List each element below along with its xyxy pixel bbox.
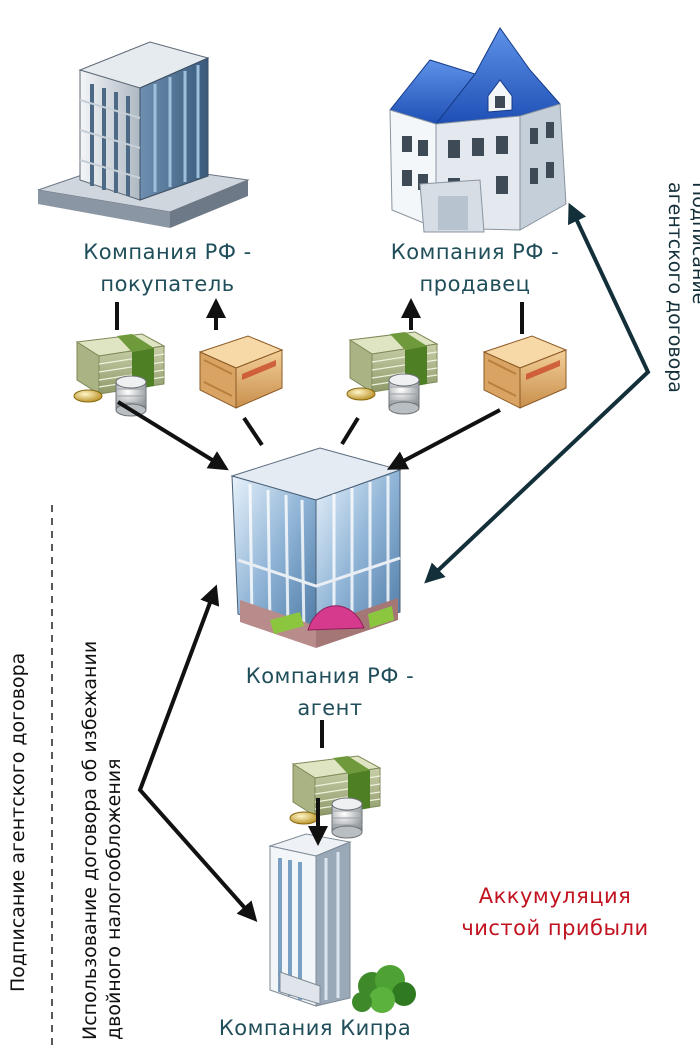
profit-label-line2: чистой прибыли — [461, 916, 649, 940]
treaty-caption-line1: Использование договора об избежании — [79, 640, 101, 1040]
buyer-building-icon — [37, 41, 250, 228]
goods-crate-icon — [483, 335, 567, 409]
agency-agreement-arrow — [424, 202, 651, 584]
cyprus-company-label: Компания Кипра — [190, 1012, 440, 1044]
agent-label-line2: агент — [297, 696, 363, 720]
treaty-caption-line2: двойного налогообложения — [103, 758, 125, 1040]
right-caption-line2: агентского договора — [664, 182, 686, 393]
right-agency-agreement-caption: Подписание агентского договора — [663, 182, 700, 393]
agent-label-line1: Компания РФ - — [245, 664, 415, 688]
money-stack-icon — [346, 331, 438, 415]
agent-company-label: Компания РФ - агент — [215, 660, 445, 724]
profit-accumulation-label: Аккумуляция чистой прибыли — [430, 880, 680, 944]
cyprus-building-icon — [268, 833, 416, 1013]
agent-building-icon — [230, 447, 402, 648]
buyer-company-label: Компания РФ - покупатель — [50, 236, 285, 300]
left-agency-agreement-caption: Подписание агентского договора — [6, 572, 30, 992]
seller-label-line1: Компания РФ - — [390, 240, 560, 264]
seller-house-icon — [389, 27, 567, 233]
money-stack-icon — [289, 755, 381, 839]
goods-crate-icon — [199, 335, 283, 409]
left-agreement-caption-text: Подписание агентского договора — [7, 652, 29, 992]
buyer-label-line2: покупатель — [100, 272, 235, 296]
seller-company-label: Компания РФ - продавец — [360, 236, 590, 300]
profit-label-line1: Аккумуляция — [478, 884, 632, 908]
double-tax-treaty-caption: Использование договора об избежании двой… — [78, 520, 126, 1040]
seller-label-line2: продавец — [419, 272, 531, 296]
buyer-label-line1: Компания РФ - — [83, 240, 252, 264]
right-caption-line1: Подписание — [688, 182, 700, 305]
cyprus-label-line1: Компания Кипра — [218, 1016, 412, 1040]
